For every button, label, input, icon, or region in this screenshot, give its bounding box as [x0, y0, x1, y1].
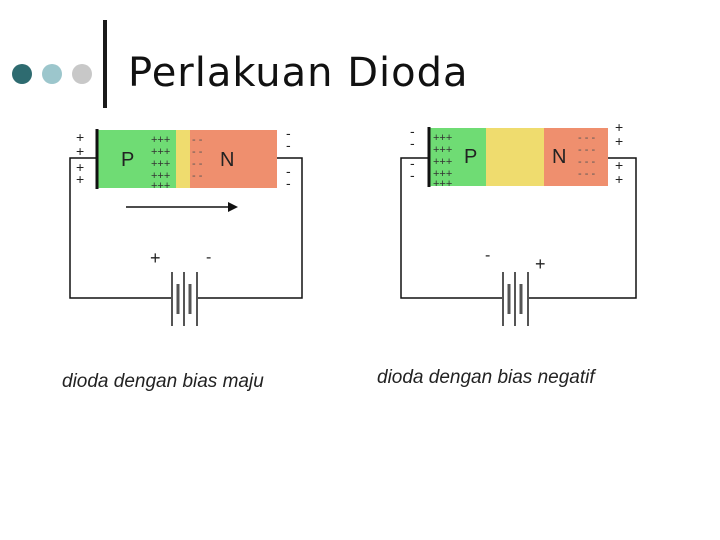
svg-text:+: +	[615, 133, 623, 149]
forward-battery	[171, 272, 198, 326]
svg-text:-: -	[286, 137, 291, 153]
forward-right-charges: ----	[286, 125, 291, 191]
svg-text:- - -: - - -	[578, 144, 595, 156]
svg-text:-: -	[286, 175, 291, 191]
reverse-depletion-region	[486, 128, 544, 186]
svg-text:-: -	[410, 167, 415, 183]
svg-text:+: +	[76, 143, 84, 159]
svg-text:- - -: - - -	[578, 168, 595, 180]
bullet-dot-gray	[72, 64, 92, 84]
svg-text:+: +	[615, 171, 623, 187]
forward-holes: ++++++ ++++++ +++	[151, 134, 170, 192]
reverse-battery	[502, 272, 529, 326]
svg-text:+: +	[76, 129, 84, 145]
svg-text:+: +	[76, 159, 84, 175]
forward-battery-plus: +	[150, 248, 161, 268]
forward-wire	[69, 157, 172, 299]
svg-text:- -: - -	[192, 134, 203, 146]
reverse-bias-diagram: - + ++++++ ++++++ +++ - - -- - - - - -- …	[400, 119, 637, 326]
reverse-p-region	[430, 128, 486, 186]
svg-text:+++: +++	[151, 158, 170, 170]
svg-text:+++: +++	[433, 132, 452, 144]
svg-text:- -: - -	[192, 170, 203, 182]
svg-text:-: -	[410, 135, 415, 151]
forward-electrons: - -- - - -- -	[192, 134, 203, 182]
svg-text:- -: - -	[192, 158, 203, 170]
reverse-battery-plus: +	[535, 254, 546, 274]
bullet-dot-dark	[12, 64, 32, 84]
reverse-right-charges: ++++	[615, 119, 623, 187]
reverse-battery-minus: -	[485, 247, 490, 264]
forward-caption: dioda dengan bias maju	[62, 371, 264, 392]
reverse-holes: ++++++ ++++++ +++	[433, 132, 452, 190]
forward-depletion-region	[176, 130, 190, 188]
svg-text:+++: +++	[151, 146, 170, 158]
forward-n-label: N	[220, 149, 234, 171]
page-title: Perlakuan Dioda	[128, 50, 469, 96]
svg-text:- - -: - - -	[578, 156, 595, 168]
forward-left-charges: ++++	[76, 129, 84, 187]
forward-wire-right	[197, 157, 303, 299]
reverse-electrons: - - -- - - - - -- - -	[578, 132, 595, 180]
reverse-n-region	[544, 128, 608, 186]
svg-text:+++: +++	[151, 180, 170, 192]
bullet-dot-light	[42, 64, 62, 84]
svg-text:+: +	[615, 157, 623, 173]
forward-arrow-head	[228, 202, 238, 212]
svg-text:+++: +++	[433, 168, 452, 180]
title-divider	[103, 20, 107, 108]
forward-bias-diagram: + - ++++++ ++++++ +++ - -- - - -- - P N …	[69, 125, 303, 326]
reverse-p-label: P	[464, 146, 477, 168]
svg-text:-: -	[410, 123, 415, 139]
reverse-wire-left	[400, 157, 503, 299]
reverse-caption: dioda dengan bias negatif	[377, 367, 595, 388]
svg-text:-: -	[286, 125, 291, 141]
forward-p-label: P	[121, 149, 134, 171]
svg-text:+++: +++	[433, 144, 452, 156]
svg-text:+++: +++	[151, 134, 170, 146]
svg-text:- -: - -	[192, 146, 203, 158]
svg-text:+: +	[615, 119, 623, 135]
svg-text:- - -: - - -	[578, 132, 595, 144]
forward-n-region	[190, 130, 277, 188]
svg-text:+++: +++	[433, 178, 452, 190]
svg-text:+++: +++	[151, 170, 170, 182]
svg-text:-: -	[286, 163, 291, 179]
svg-text:+++: +++	[433, 156, 452, 168]
reverse-n-label: N	[552, 146, 566, 168]
svg-text:+: +	[76, 171, 84, 187]
forward-p-region	[98, 130, 176, 188]
forward-battery-minus: -	[206, 249, 211, 266]
reverse-wire-right	[528, 157, 637, 299]
reverse-left-charges: ----	[410, 123, 415, 183]
svg-text:-: -	[410, 155, 415, 171]
